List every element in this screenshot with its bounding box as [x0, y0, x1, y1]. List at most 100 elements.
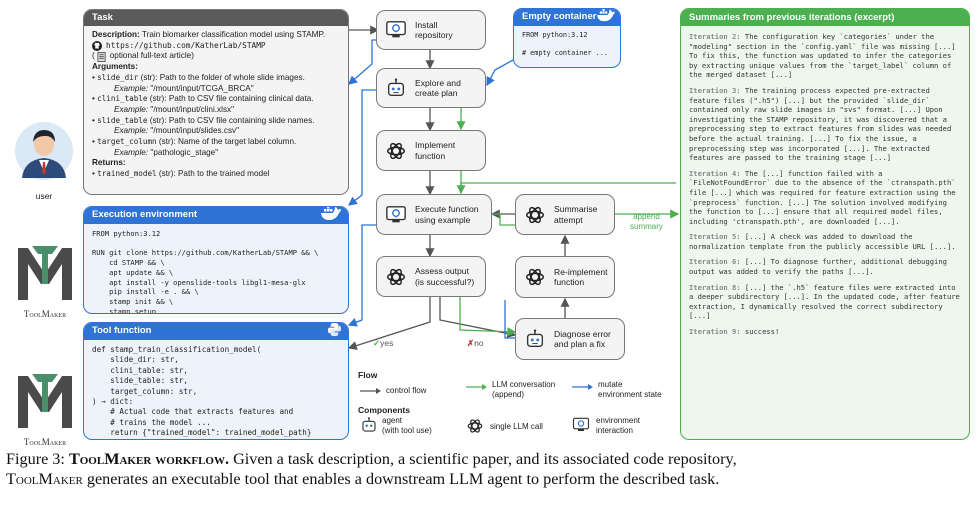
legend-flow-title: Flow — [358, 370, 378, 380]
node-implement-function: Implement function — [376, 130, 486, 171]
env-icon — [386, 205, 406, 222]
legend-control-flow: control flow — [386, 386, 427, 395]
argument-item: • slide_table (str): Path to CSV file co… — [92, 115, 315, 125]
arguments-label: Arguments: — [92, 62, 138, 72]
agent-icon — [387, 78, 405, 97]
argument-desc: : Path to CSV file containing clinical d… — [164, 94, 314, 104]
empty-container-panel: Empty container FROM python:3.12 # empty… — [513, 8, 621, 68]
returns-type: (str) — [156, 169, 174, 179]
argument-name: slide_table — [97, 115, 148, 125]
argument-example: Example: "/mount/input/slides.csv" — [114, 126, 240, 136]
description-text: Train biomarker classification model usi… — [139, 30, 326, 39]
summary-iteration-label: Iteration 4: — [689, 168, 741, 178]
description-label: Description: — [92, 30, 140, 39]
argument-type: (str) — [138, 72, 156, 82]
summary-item: Iteration 6: [...] To diagnose further, … — [689, 257, 961, 276]
execution-env-title: Execution environment — [84, 207, 348, 224]
toolmaker-logo-top: ToolMaker — [14, 244, 76, 319]
argument-desc: : Path to CSV file containing slide name… — [164, 115, 315, 125]
task-panel-body: Description: Train biomarker classificat… — [84, 26, 348, 184]
edge-label-append-summary: append summary — [630, 212, 663, 231]
legend-llm-conversation: LLM conversation (append) — [492, 380, 556, 399]
summary-text: [...] the `.h5` feature files were extra… — [689, 282, 960, 321]
caption-text-2: generates an executable tool that enable… — [82, 470, 720, 488]
summary-item: Iteration 2: The configuration key `cate… — [689, 32, 961, 80]
summary-text: The training process expected pre-extrac… — [689, 85, 952, 163]
node-assess-output: Assess output (is successful?) — [376, 256, 486, 297]
argument-name: clini_table — [97, 94, 148, 104]
argument-item: • clini_table (str): Path to CSV file co… — [92, 94, 314, 104]
node-summarise-attempt: Summarise attempt — [515, 194, 615, 235]
user-label: user — [35, 191, 53, 201]
summaries-panel: Summaries from previous iterations (exce… — [680, 8, 970, 440]
summary-item: Iteration 3: The training process expect… — [689, 86, 961, 163]
argument-type: (str) — [147, 115, 165, 125]
legend: Flow control flow LLM conversation (appe… — [358, 370, 678, 442]
node-install-repository: Install repository — [376, 10, 486, 50]
node-execute-function: Execute function using example — [376, 194, 492, 235]
openai-icon — [387, 142, 405, 159]
legend-mutate-arrow — [572, 384, 593, 390]
summary-text: [...] To diagnose further, additional de… — [689, 257, 947, 277]
openai-icon — [467, 419, 483, 433]
summary-iteration-label: Iteration 6: — [689, 257, 741, 267]
legend-llm-arrow — [466, 384, 487, 390]
docker-icon — [321, 207, 341, 220]
edge-label-yes: ✓yes — [373, 338, 394, 348]
document-icon — [97, 51, 106, 62]
node-diagnose-error: Diagnose error and plan a fix — [515, 318, 625, 360]
summary-text: success! — [740, 327, 780, 337]
tool-function-panel: Tool function def stamp_train_classifica… — [83, 322, 349, 440]
summary-iteration-label: Iteration 8: — [689, 282, 741, 292]
summaries-body: Iteration 2: The configuration key `cate… — [681, 26, 969, 349]
caption-name: ToolMaker — [6, 470, 83, 488]
arguments-list: • slide_dir (str): Path to the folder of… — [92, 73, 340, 159]
agent-icon — [362, 417, 376, 432]
argument-name: slide_dir — [97, 72, 139, 82]
summary-item: Iteration 9: success! — [689, 327, 961, 337]
env-icon — [386, 21, 406, 38]
summary-iteration-label: Iteration 9: — [689, 327, 741, 337]
tool-function-code: def stamp_train_classification_model( sl… — [92, 345, 312, 438]
summaries-title: Summaries from previous iterations (exce… — [681, 9, 969, 26]
task-panel: Task Description: Train biomarker classi… — [83, 9, 349, 195]
summary-item: Iteration 5: [...] A check was added to … — [689, 232, 961, 251]
tool-function-title: Tool function — [84, 323, 348, 340]
summary-item: Iteration 8: [...] the `.h5` feature fil… — [689, 283, 961, 321]
user: user — [14, 120, 74, 201]
env-icon — [572, 417, 590, 431]
openai-icon — [387, 268, 405, 285]
legend-env-interaction: environment interaction — [596, 416, 641, 435]
legend-single-llm: single LLM call — [490, 422, 543, 431]
node-explore-plan: Explore and create plan — [376, 68, 486, 108]
python-icon — [327, 323, 342, 337]
agent-icon — [526, 329, 544, 348]
summary-item: Iteration 4: The [...] function failed w… — [689, 169, 961, 227]
returns-name: trained_model — [97, 169, 157, 179]
returns-label: Returns: — [92, 158, 126, 168]
argument-item: • slide_dir (str): Path to the folder of… — [92, 72, 305, 82]
argument-type: (str) — [147, 94, 165, 104]
empty-container-code: FROM python:3.12 # empty container ... — [522, 31, 608, 57]
task-panel-title: Task — [84, 10, 348, 26]
execution-env-code: FROM python:3.12 RUN git clone https://g… — [92, 229, 319, 314]
returns-desc: : Path to the trained model — [173, 169, 270, 179]
argument-name: target_column — [97, 137, 157, 147]
legend-mutate-env: mutate environment state — [598, 380, 662, 399]
legend-control-arrow — [360, 388, 381, 394]
caption-prefix: Figure 3: — [6, 450, 69, 468]
argument-example: Example: "pathologic_stage" — [114, 147, 219, 157]
argument-type: (str) — [156, 137, 174, 147]
summary-text: The [...] function failed with a `FileNo… — [689, 168, 956, 226]
openai-icon — [526, 268, 544, 286]
empty-container-title: Empty container — [514, 9, 620, 26]
argument-example: Example: "/mount/input/TCGA_BRCA" — [114, 83, 254, 93]
github-icon — [92, 41, 102, 52]
summary-iteration-label: Iteration 2: — [689, 32, 741, 41]
article-text: optional full-text article) — [109, 51, 194, 61]
argument-example: Example: "/mount/input/clini.xlsx" — [114, 104, 235, 114]
repo-url[interactable]: https://github.com/KatherLab/STAMP — [106, 40, 266, 50]
argument-desc: : Name of the target label column. — [173, 137, 297, 147]
legend-agent: agent (with tool use) — [382, 416, 432, 435]
